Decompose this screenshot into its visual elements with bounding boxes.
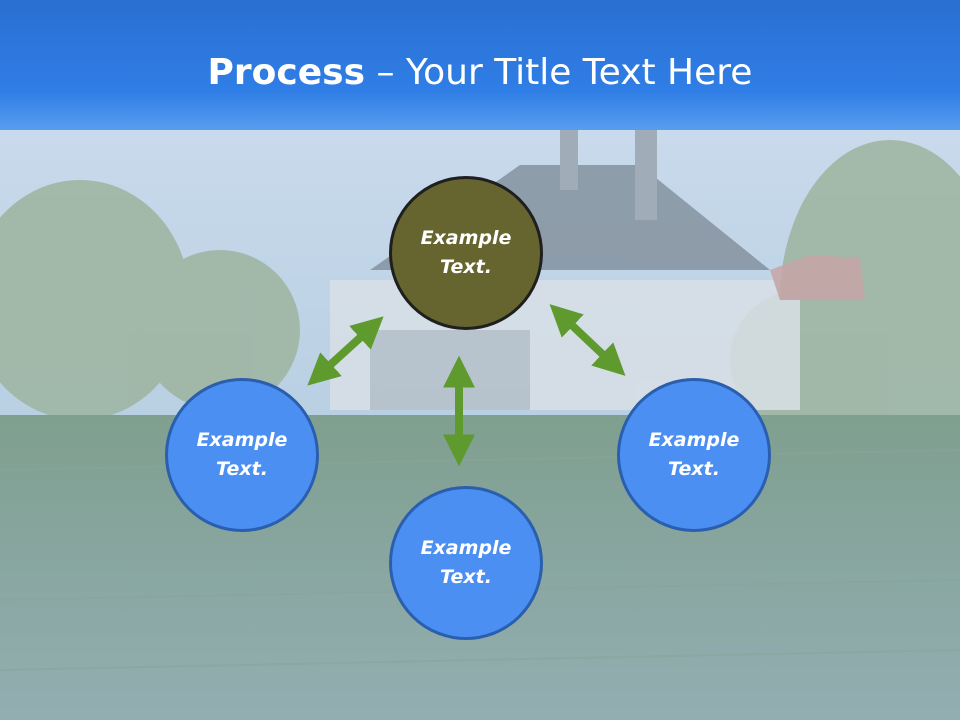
node-bottom-line2: Text. [440,566,492,588]
node-bottom-line1: Example [420,537,512,559]
node-right-line1: Example [648,429,740,451]
node-left-line1: Example [196,429,288,451]
title-bar [0,0,960,130]
arrow-top-right [549,304,626,376]
title-bold: Process [207,52,366,93]
arrow-top-left [307,316,384,386]
slide-title: Process – Your Title Text Here [0,52,960,93]
node-top-line2: Text. [440,256,492,278]
node-left-line2: Text. [216,458,268,480]
title-rest: – Your Title Text Here [365,52,753,93]
node-right-line2: Text. [668,458,720,480]
node-top-line1: Example [420,227,512,249]
